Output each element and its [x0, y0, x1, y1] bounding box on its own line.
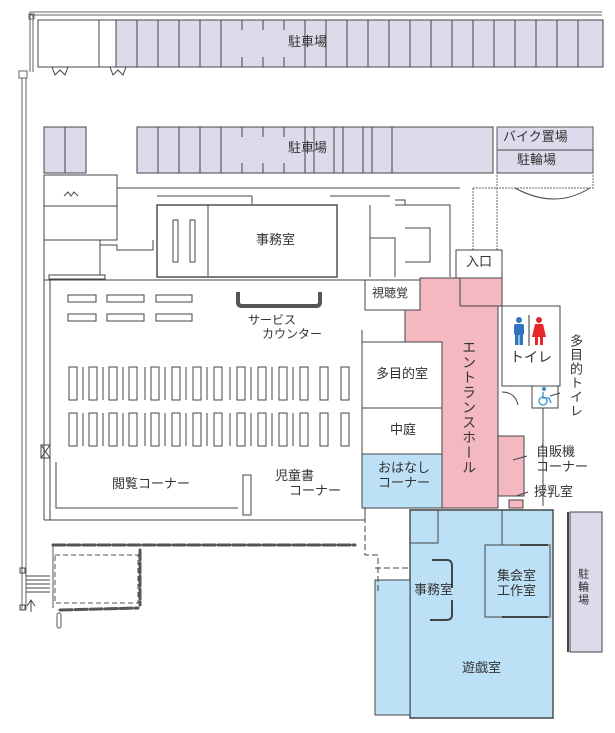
upper-rooms — [43, 174, 503, 281]
bookshelves — [40, 366, 350, 516]
label-courtyard: 中庭 — [390, 423, 417, 438]
label-storytelling-line1: おはなし — [378, 461, 431, 476]
vending-corner-label: 自販機 コーナー — [536, 445, 589, 476]
label-entrance: 入口 — [466, 255, 493, 270]
entrance-path — [472, 187, 498, 250]
label-multipurpose-toilet: 多目的トイレ — [566, 334, 582, 418]
entrance-hall — [404, 277, 525, 509]
label-childrens-books-line2: コーナー — [289, 483, 342, 499]
label-vending-line2: コーナー — [536, 459, 589, 475]
patio — [19, 543, 357, 629]
label-service-counter-line2: カウンター — [262, 326, 323, 341]
service-counter-label: サービス カウンター — [248, 313, 323, 342]
label-vending-line1: 自販機 — [536, 445, 576, 460]
bicycle-parking-right — [567, 511, 603, 653]
label-bicycle-parking-right: 駐輪場 — [576, 568, 590, 607]
label-bike-parking: バイク置場 — [503, 130, 568, 145]
label-parking-top: 駐車場 — [288, 35, 328, 50]
top-boundary — [28, 11, 602, 72]
label-reading-corner: 閲覧コーナー — [112, 477, 191, 492]
meeting-room-label: 集会室 工作室 — [497, 569, 537, 600]
toilet-female-icon — [532, 317, 546, 345]
toilet-male-icon — [514, 317, 524, 345]
label-service-counter-line1: サービス — [248, 313, 297, 327]
label-parking-mid: 駐車場 — [288, 141, 328, 156]
label-entrance-hall: エントランスホール — [460, 340, 477, 475]
center-rooms — [361, 279, 443, 509]
label-storytelling-line2: コーナー — [378, 475, 431, 491]
children-wing — [364, 508, 554, 719]
label-bicycle-parking-top: 駐輪場 — [517, 153, 557, 168]
label-nursing-room: 授乳室 — [534, 485, 574, 500]
parking-top — [37, 19, 604, 76]
label-childrens-books-line1: 児童書 — [275, 469, 315, 484]
label-meeting-room-line1: 集会室 — [497, 569, 537, 584]
wheelchair-icon — [538, 386, 552, 406]
label-playroom: 遊戯室 — [462, 661, 502, 676]
storytelling-corner-label: おはなし コーナー — [378, 461, 431, 492]
library-hall — [43, 280, 366, 521]
label-toilet: トイレ — [510, 350, 552, 366]
label-meeting-room-line2: 工作室 — [497, 583, 537, 599]
parking-mid — [43, 126, 594, 200]
label-av-room: 視聴覚 — [372, 286, 409, 300]
label-multipurpose-room: 多目的室 — [376, 367, 429, 382]
childrens-books-label: 児童書 コーナー — [275, 469, 342, 500]
left-walkway — [18, 70, 28, 610]
leader-lines — [512, 392, 561, 497]
label-office-top: 事務室 — [256, 233, 296, 248]
label-office-bottom: 事務室 — [414, 583, 454, 598]
